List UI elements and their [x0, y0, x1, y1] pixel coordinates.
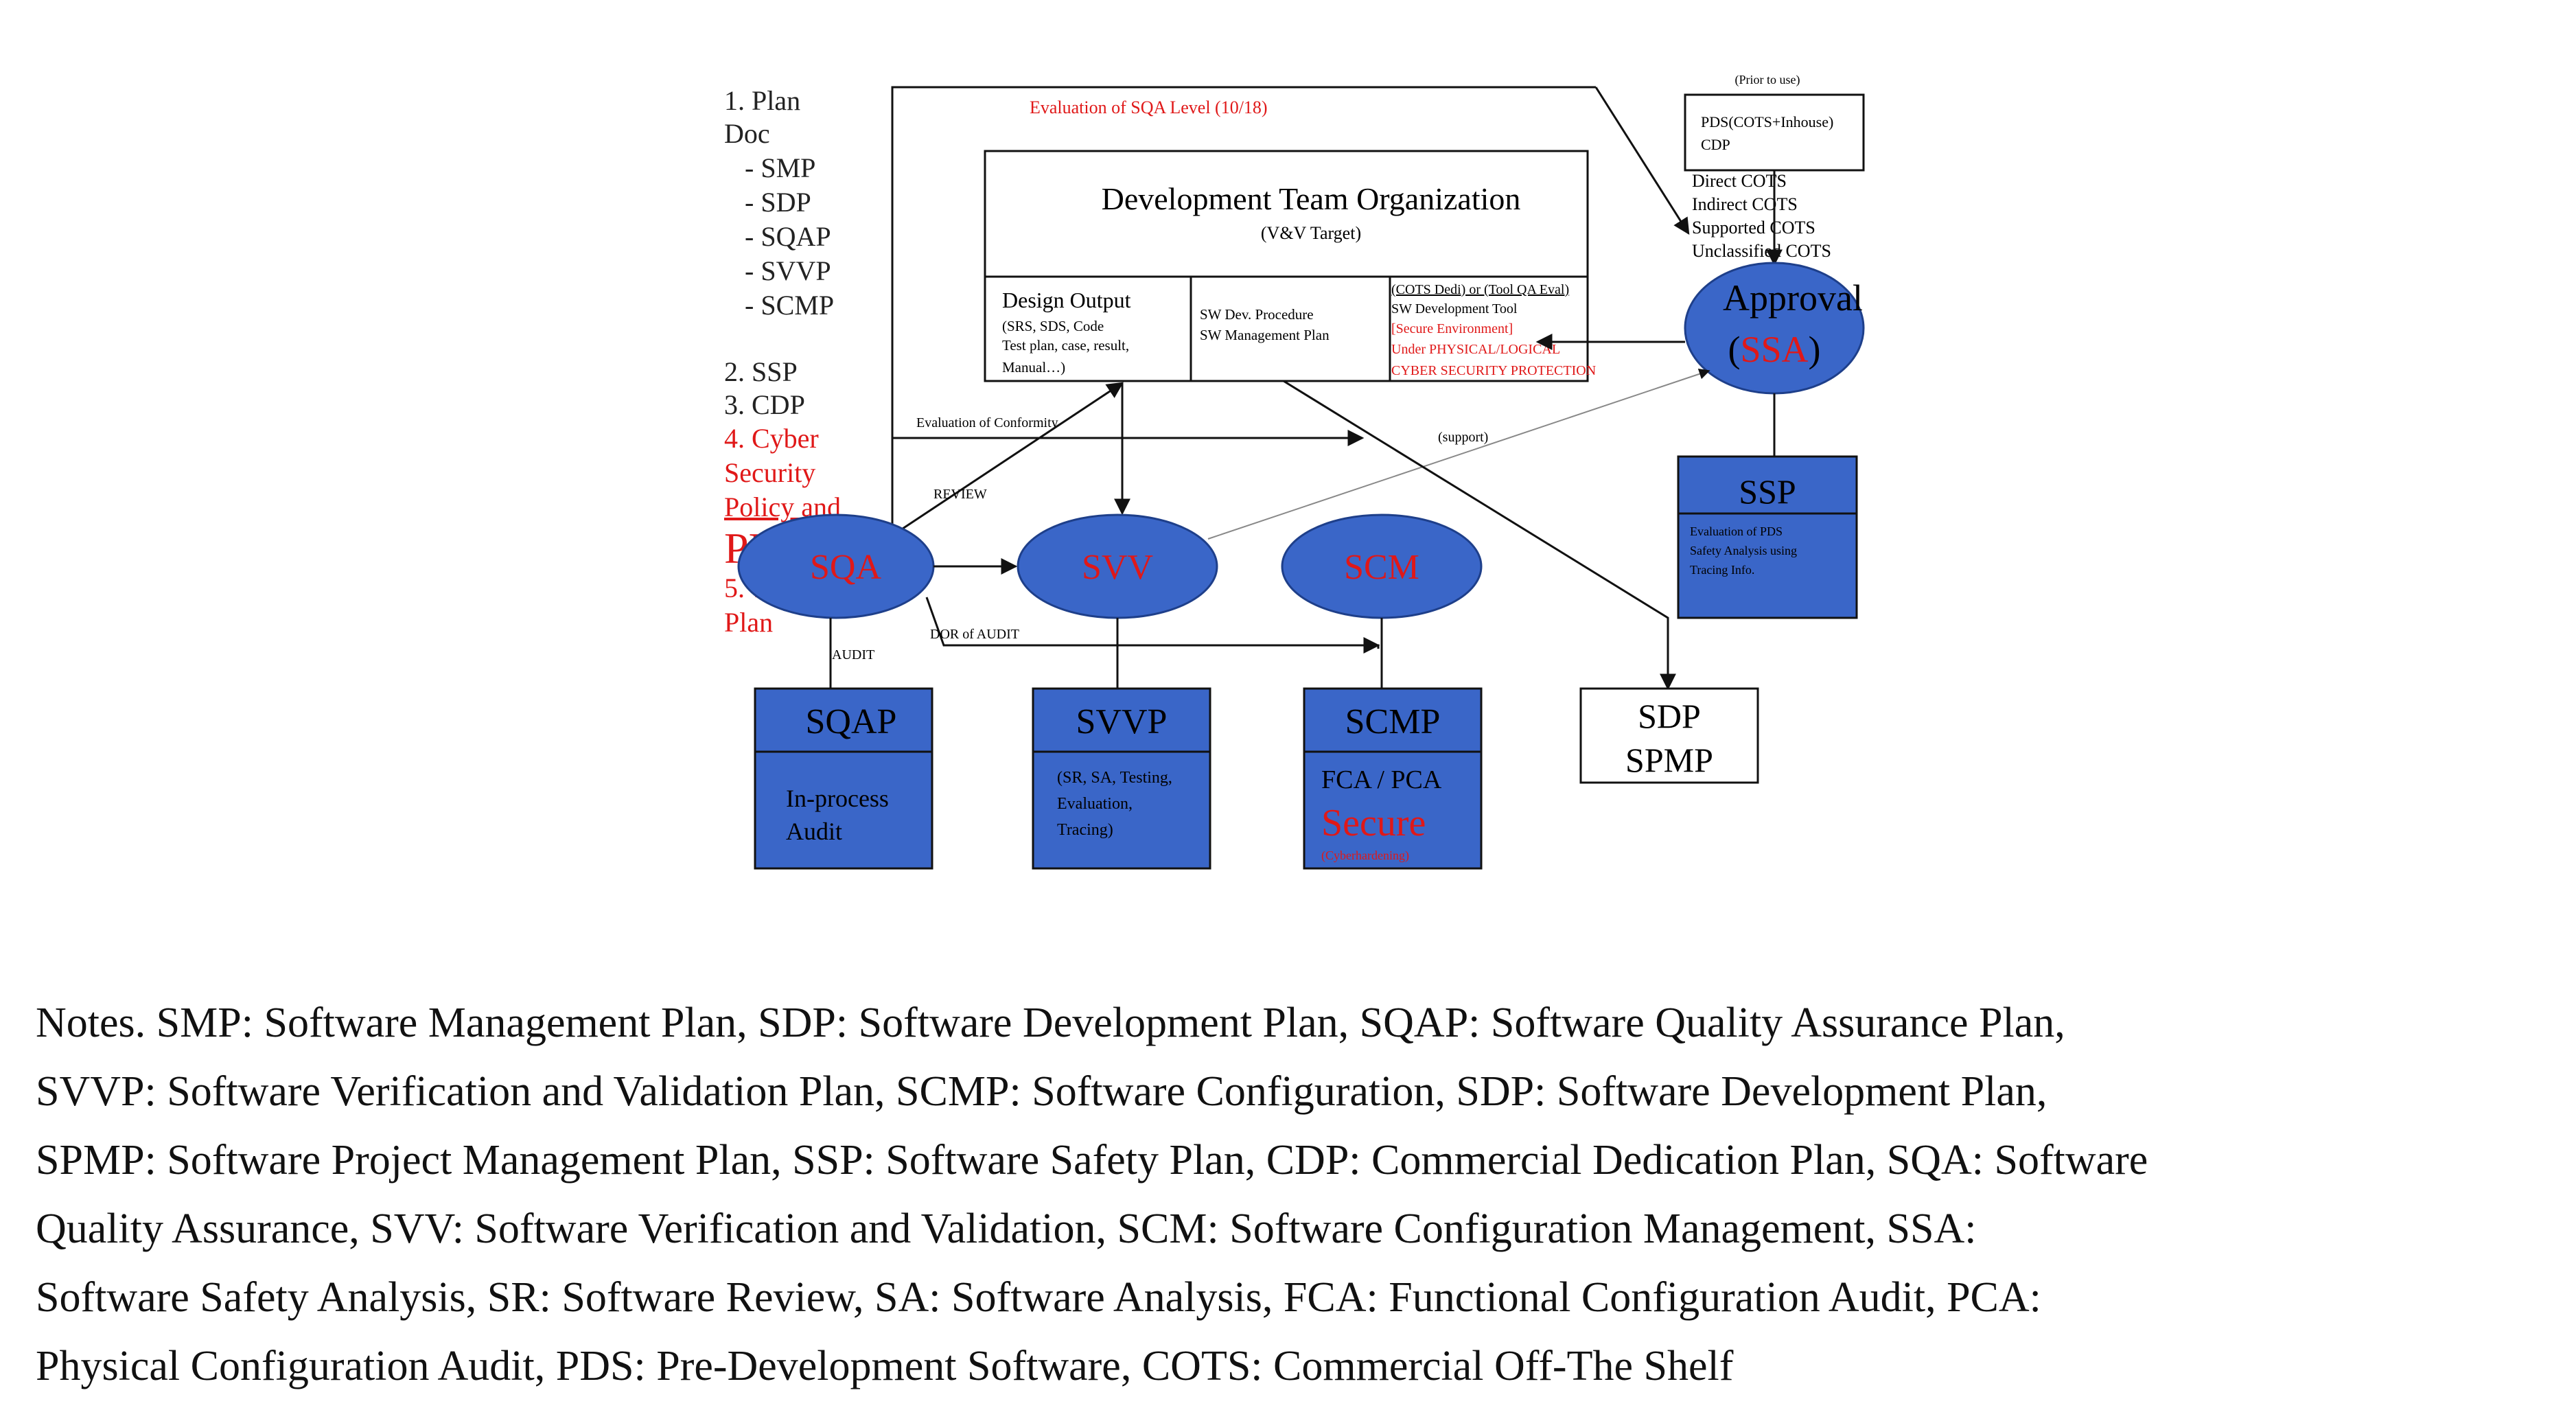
support-label: (support): [1438, 430, 1488, 445]
scmp-secure: Secure: [1321, 802, 1426, 844]
scmp-fca-pca: FCA / PCA: [1321, 765, 1442, 794]
plan-item-test: Plan: [724, 607, 773, 638]
sqap-title: SQAP: [806, 702, 897, 741]
scmp-box: [1303, 687, 1483, 870]
plan-item: - SMP: [745, 152, 815, 183]
review-arrow: [892, 382, 1124, 537]
sqap-box: [754, 687, 933, 870]
svv-label: SVV: [1082, 548, 1153, 587]
notes-line: SVVP: Software Verification and Validati…: [36, 1068, 2047, 1115]
design-output-line: (SRS, SDS, Code: [1002, 318, 1104, 334]
review-label: REVIEW: [933, 487, 987, 502]
approval-label: Approval: [1723, 277, 1863, 319]
svvp-line: Evaluation,: [1057, 795, 1133, 813]
plan-item-cyber: 4. Cyber: [724, 423, 819, 454]
sdp-label: SDP: [1638, 697, 1701, 735]
plan-item: - SVVP: [745, 255, 831, 286]
top-evaluation-label: Evaluation of SQA Level (10/18): [1030, 97, 1268, 117]
cots-item: Indirect COTS: [1692, 194, 1798, 214]
sqa-process-diagram: 1. Plan Doc - SMP - SDP - SQAP - SVVP - …: [724, 73, 1865, 870]
notes-line: Software Safety Analysis, SR: Software R…: [36, 1274, 2041, 1321]
procedure-line: SW Dev. Procedure: [1200, 306, 1314, 323]
scm-label: SCM: [1344, 548, 1419, 587]
svvp-line: (SR, SA, Testing,: [1057, 769, 1172, 787]
prior-caption: (Prior to use): [1735, 73, 1800, 87]
plan-list-subtitle: Doc: [724, 118, 770, 149]
design-output-line: Manual…): [1002, 359, 1065, 376]
sqa-label: SQA: [810, 548, 881, 587]
top-loop-arrow: [1594, 86, 1690, 235]
tools-red-line: Under PHYSICAL/LOGICAL: [1391, 342, 1560, 357]
cots-item: Direct COTS: [1692, 171, 1787, 191]
audit-label: AUDIT: [832, 647, 874, 662]
tools-red-line: [Secure Environment]: [1391, 321, 1513, 336]
prior-line: PDS(COTS+Inhouse): [1701, 113, 1833, 130]
notes-line: Notes. SMP: Software Management Plan, SD…: [36, 1000, 2065, 1046]
scmp-title: SCMP: [1345, 702, 1441, 741]
procedure-line: SW Management Plan: [1200, 327, 1330, 343]
plan-item: - SDP: [745, 187, 811, 218]
tools-header: (COTS Dedi) or (Tool QA Eval): [1391, 282, 1569, 297]
dev-to-sdp-arrow: [1283, 380, 1676, 691]
svvp-box: [1032, 687, 1211, 870]
prior-box: [1684, 93, 1865, 172]
approval-ssa-red: SSA: [1740, 329, 1808, 370]
notes-line: SPMP: Software Project Management Plan, …: [36, 1137, 2148, 1184]
design-output-title: Design Output: [1002, 288, 1131, 312]
dor-label: DOR of AUDIT: [930, 627, 1019, 642]
dev-team-title: Development Team Organization: [1102, 181, 1521, 216]
tools-red-line: CYBER SECURITY PROTECTION: [1391, 363, 1596, 378]
plan-item-cyber: Security: [724, 457, 815, 488]
ssp-line: Tracing Info.: [1690, 563, 1754, 577]
plan-item: - SQAP: [745, 221, 831, 252]
cots-list: Direct COTS Indirect COTS Supported COTS…: [1692, 171, 1831, 261]
plan-list-title: 1. Plan: [724, 85, 800, 116]
tools-line: SW Development Tool: [1391, 301, 1518, 316]
ssp-line: Evaluation of PDS: [1690, 524, 1783, 538]
notes: Notes. SMP: Software Management Plan, SD…: [36, 989, 2555, 1400]
plan-item: - SCMP: [745, 290, 834, 321]
dev-team-subtitle: (V&V Target): [1261, 223, 1361, 243]
notes-line: Physical Configuration Audit, PDS: Pre-D…: [36, 1343, 1734, 1389]
sdp-spmp-box: [1579, 687, 1759, 784]
support-arrow: [1207, 368, 1710, 540]
prior-line: CDP: [1701, 136, 1730, 153]
plan-item-ssp: 2. SSP: [724, 356, 798, 387]
dev-team-box: [984, 150, 1589, 382]
sqap-line: In-process: [786, 785, 889, 812]
svvp-title: SVVP: [1076, 702, 1168, 741]
svvp-line: Tracing): [1057, 821, 1113, 839]
design-output-line: Test plan, case, result,: [1002, 337, 1129, 354]
sqap-line: Audit: [786, 818, 842, 845]
approval-ssa: (SSA): [1728, 329, 1820, 370]
ssp-title: SSP: [1739, 472, 1796, 511]
spmp-label: SPMP: [1625, 741, 1713, 779]
ssp-box: [1677, 455, 1858, 619]
top-loop-line: [891, 86, 1596, 563]
notes-line: Quality Assurance, SVV: Software Verific…: [36, 1205, 1977, 1252]
cots-item: Unclassified COTS: [1692, 241, 1831, 261]
conformity-label: Evaluation of Conformity: [916, 415, 1058, 430]
plan-item-cdp: 3. CDP: [724, 389, 805, 420]
scmp-note: (Cyberhardening): [1321, 849, 1409, 863]
ssp-line: Safety Analysis using: [1690, 544, 1797, 557]
cots-item: Supported COTS: [1692, 218, 1815, 238]
